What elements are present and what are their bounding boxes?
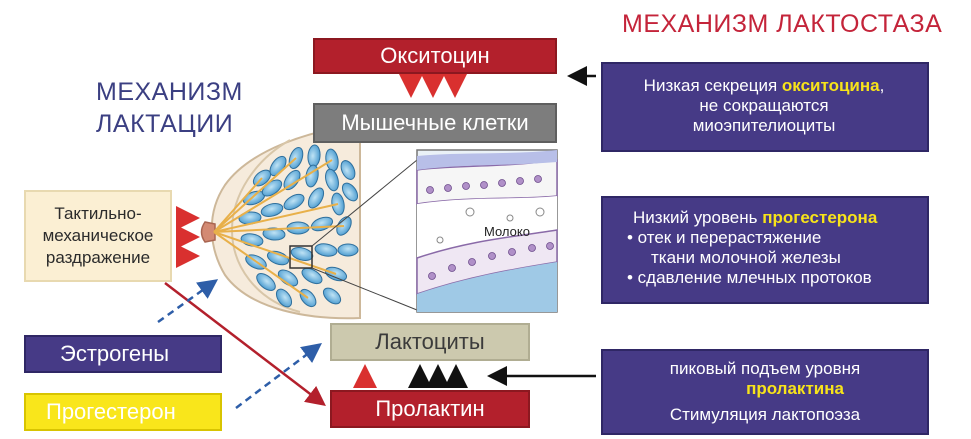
tactile-arrows [176, 206, 200, 268]
low-progesterone-line2: • отек и перерастяжение [627, 228, 822, 247]
low-progesterone-panel: Низкий уровень прогестерона • отек и пер… [601, 196, 929, 304]
oxytocin-highlight: окситоцина [781, 76, 880, 95]
low-progesterone-prefix: Низкий уровень [633, 208, 763, 227]
prolactin-highlight: пролактина [746, 379, 844, 398]
lactostasis-title: МЕХАНИЗМ ЛАКТОСТАЗА [622, 10, 943, 38]
panel-pointer-arrows [487, 66, 596, 386]
muscle-cells-box: Мышечные клетки [313, 103, 557, 143]
lactation-title: МЕХАНИЗМ ЛАКТАЦИИ [96, 76, 276, 140]
low-progesterone-line4: • сдавление млечных протоков [627, 268, 872, 287]
peak-prolactin-line2: пролактина [613, 379, 917, 399]
prolactin-box: Пролактин [330, 390, 530, 428]
lactocyte-up-arrows [353, 364, 468, 388]
oxytocin-box: Окситоцин [313, 38, 557, 74]
tactile-line2: механическое [42, 226, 154, 245]
estrogens-box: Эстрогены [24, 335, 222, 373]
tactile-line3: раздражение [45, 248, 151, 267]
low-oxytocin-line1: Низкая секреция окситоцина, [611, 76, 917, 96]
peak-prolactin-panel: пиковый подъем уровня пролактина Стимуля… [601, 349, 929, 435]
tactile-stimulation-box: Тактильно- механическое раздражение [24, 190, 172, 282]
low-progesterone-line1: Низкий уровень прогестерона [613, 208, 917, 228]
peak-prolactin-line3: Стимуляция лактопоэза [669, 405, 861, 424]
nipple-to-prolactin-arrow [164, 282, 326, 407]
tactile-line1: Тактильно- [54, 204, 142, 223]
hormone-dashed-arrows [157, 279, 322, 409]
lactation-title-line2: ЛАКТАЦИИ [96, 110, 234, 138]
milk-label: Молоко [484, 224, 530, 239]
breast-illustration [200, 123, 418, 320]
alveolus-illustration [416, 149, 558, 313]
low-progesterone-line3: ткани молочной железы [651, 248, 841, 267]
lactocytes-box: Лактоциты [330, 323, 530, 361]
peak-prolactin-line1: пиковый подъем уровня [669, 359, 861, 378]
lactation-title-line1: МЕХАНИЗМ [96, 78, 243, 106]
progesterone-box: Прогестерон [24, 393, 222, 431]
oxytocin-down-arrows [399, 74, 467, 98]
low-oxytocin-line2: не сокращаются [699, 96, 829, 115]
progesterone-highlight: прогестерона [762, 208, 878, 227]
low-oxytocin-panel: Низкая секреция окситоцина, не сокращают… [601, 62, 929, 152]
low-oxytocin-suffix: , [879, 76, 885, 95]
low-oxytocin-line3: миоэпителиоциты [692, 116, 836, 135]
low-oxytocin-prefix: Низкая секреция [643, 76, 782, 95]
